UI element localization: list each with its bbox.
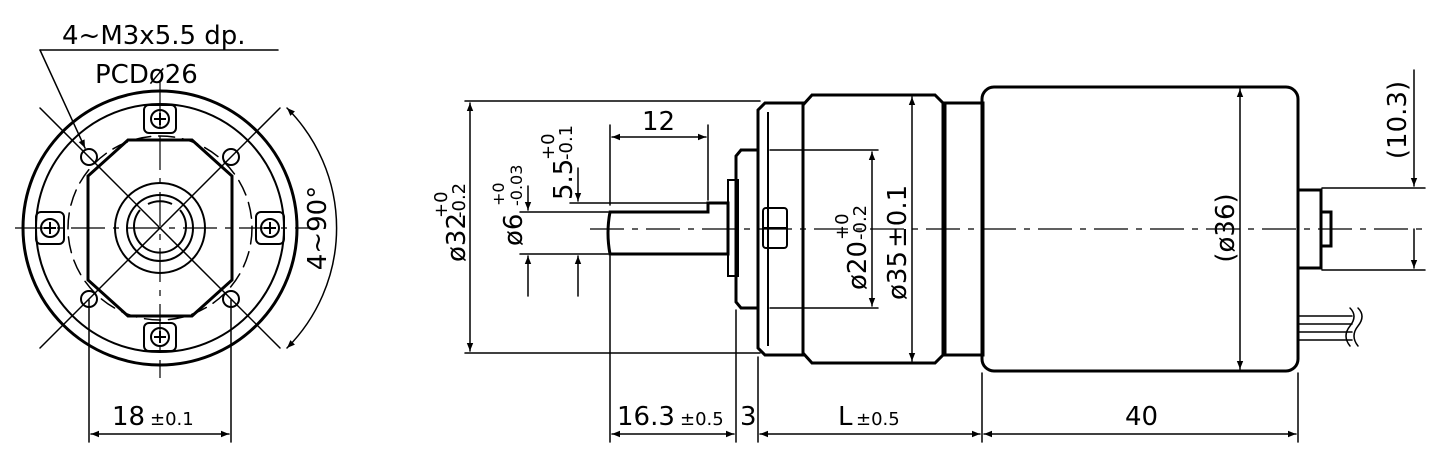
phi6-tol-upper: +0	[489, 182, 508, 206]
rear-stub	[1319, 210, 1333, 248]
dim12-value: 12	[642, 107, 675, 137]
hole-note-line1: 4~M3x5.5 dp.	[62, 21, 246, 51]
shaft-collar	[126, 194, 194, 262]
phi6-label: ø6 +0 -0.03	[489, 165, 529, 246]
dim40-value: 40	[1125, 402, 1158, 432]
phi6-tol-lower: -0.03	[507, 165, 526, 206]
mount-hole	[80, 148, 98, 166]
dim55-tol-upper: +0	[538, 133, 559, 160]
boss-circle	[114, 182, 206, 274]
screw-bottom-icon	[143, 322, 177, 352]
screw-right-icon	[255, 211, 285, 245]
phi35-value: ø35	[883, 251, 913, 300]
phi20-tol-lower: -0.2	[850, 205, 871, 240]
dimL-tol: ±0.5	[856, 409, 900, 430]
angle-label: 4~90°	[303, 186, 333, 270]
phi32-value: ø32	[442, 213, 472, 262]
angle-arc	[286, 107, 338, 349]
dim103-value: (10.3)	[1383, 81, 1413, 159]
shaft-flat	[147, 200, 173, 205]
dim55-value: 5.5	[549, 159, 579, 200]
lead-wires	[1297, 307, 1363, 347]
side-view: ø32 +0 -0.2 ø6 +0 -0.03 5.5 +0 -0.1 12	[431, 69, 1426, 443]
phi32-tol-upper: +0	[431, 191, 452, 218]
cross-screws	[35, 104, 285, 352]
mount-hole	[222, 148, 240, 166]
phi32-tol-lower: -0.2	[449, 183, 470, 218]
screw-top-icon	[143, 104, 177, 134]
phi32-label: ø32 +0 -0.2	[431, 183, 472, 262]
dim55-label: 5.5 +0 -0.1	[538, 125, 579, 200]
gear-boss-octagon	[86, 138, 234, 318]
dim163-tol: ±0.5	[680, 409, 724, 430]
shaft-d-cut	[133, 209, 187, 254]
screw-left-icon	[35, 211, 65, 245]
motor-collar	[941, 101, 985, 357]
bottom-dim-value: 18	[112, 402, 145, 432]
front-plate	[756, 101, 805, 357]
phi6-value: ø6	[499, 214, 529, 246]
dim3-value: 3	[740, 402, 757, 432]
phi35-tol: ±0.1	[883, 185, 913, 248]
phi20-value: ø20	[843, 241, 873, 290]
phi20-tol-upper: +0	[832, 213, 853, 240]
hole-note-line2: PCDø26	[95, 60, 198, 90]
outer-flange-circle	[21, 89, 299, 367]
bottom-dim-tol: ±0.1	[150, 409, 194, 430]
phi20-label: ø20 +0 -0.2	[832, 205, 873, 290]
note-leader	[39, 49, 86, 149]
front-view: 4~M3x5.5 dp. PCDø26 4~90° 18 ±0.1	[15, 21, 338, 443]
dim55-tol-lower: -0.1	[556, 125, 577, 160]
phi36-value: (ø36)	[1211, 193, 1241, 262]
pcd-circle	[67, 135, 253, 321]
diag-line	[39, 107, 281, 349]
phi35-label: ø35 ±0.1	[883, 185, 913, 300]
dim163-value: 16.3	[617, 402, 675, 432]
output-shaft	[606, 201, 730, 256]
dimL-value: L	[838, 402, 853, 432]
boss	[734, 148, 760, 310]
